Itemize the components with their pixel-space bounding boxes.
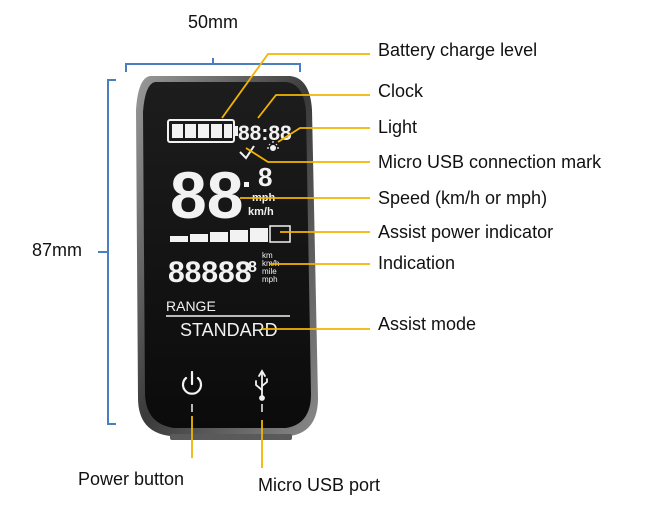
speed-decimal-point (244, 182, 249, 187)
speed-unit-kmh: km/h (248, 206, 274, 218)
assist-mode-readout: STANDARD (180, 320, 278, 340)
odo-unit-mph: mph (262, 275, 278, 284)
usb-icon (255, 369, 268, 401)
speed-decimal-digit: 8 (258, 162, 272, 192)
odo-unit-mile: mile (262, 267, 277, 276)
label-indication: Indication (378, 253, 456, 273)
height-bracket (98, 79, 116, 425)
width-dimension-label: 50mm (188, 12, 239, 32)
usb-connection-mark-icon (239, 145, 255, 160)
battery-icon (167, 119, 238, 143)
label-power-button: Power button (78, 469, 185, 489)
label-clock: Clock (378, 81, 424, 101)
label-light: Light (378, 117, 418, 137)
leader-usb-mark (245, 147, 370, 163)
power-icon (181, 370, 203, 395)
leader-lines (191, 53, 370, 468)
label-micro-usb-port: Micro USB port (258, 475, 381, 495)
label-speed: Speed (km/h or mph) (378, 188, 548, 208)
width-bracket (125, 58, 301, 72)
leader-clock (257, 94, 370, 119)
odometer-digits: 88888 (168, 256, 251, 289)
power-button[interactable] (181, 370, 203, 412)
info-label: RANGE (166, 298, 216, 314)
odo-unit-km: km (262, 251, 273, 260)
height-dimension-label: 87mm (32, 240, 83, 260)
label-assist-mode: Assist mode (378, 314, 477, 334)
speed-big-digits: 88 (170, 158, 243, 232)
label-battery-charge-level: Battery charge level (378, 40, 538, 60)
light-icon (267, 141, 279, 151)
odometer-decimal: 8 (248, 259, 257, 276)
leader-light (277, 127, 370, 143)
lcd-screen: 88:88 88 8 mph km/h 88888 8 km km/h mile (166, 119, 292, 340)
assist-power-bars (170, 225, 291, 243)
label-assist-power-indicator: Assist power indicator (378, 222, 554, 242)
leader-battery (221, 53, 370, 119)
clock-readout: 88:88 (238, 122, 292, 145)
display-device (136, 76, 318, 440)
label-usb-connection-mark: Micro USB connection mark (378, 152, 602, 172)
usb-port[interactable] (255, 369, 268, 412)
